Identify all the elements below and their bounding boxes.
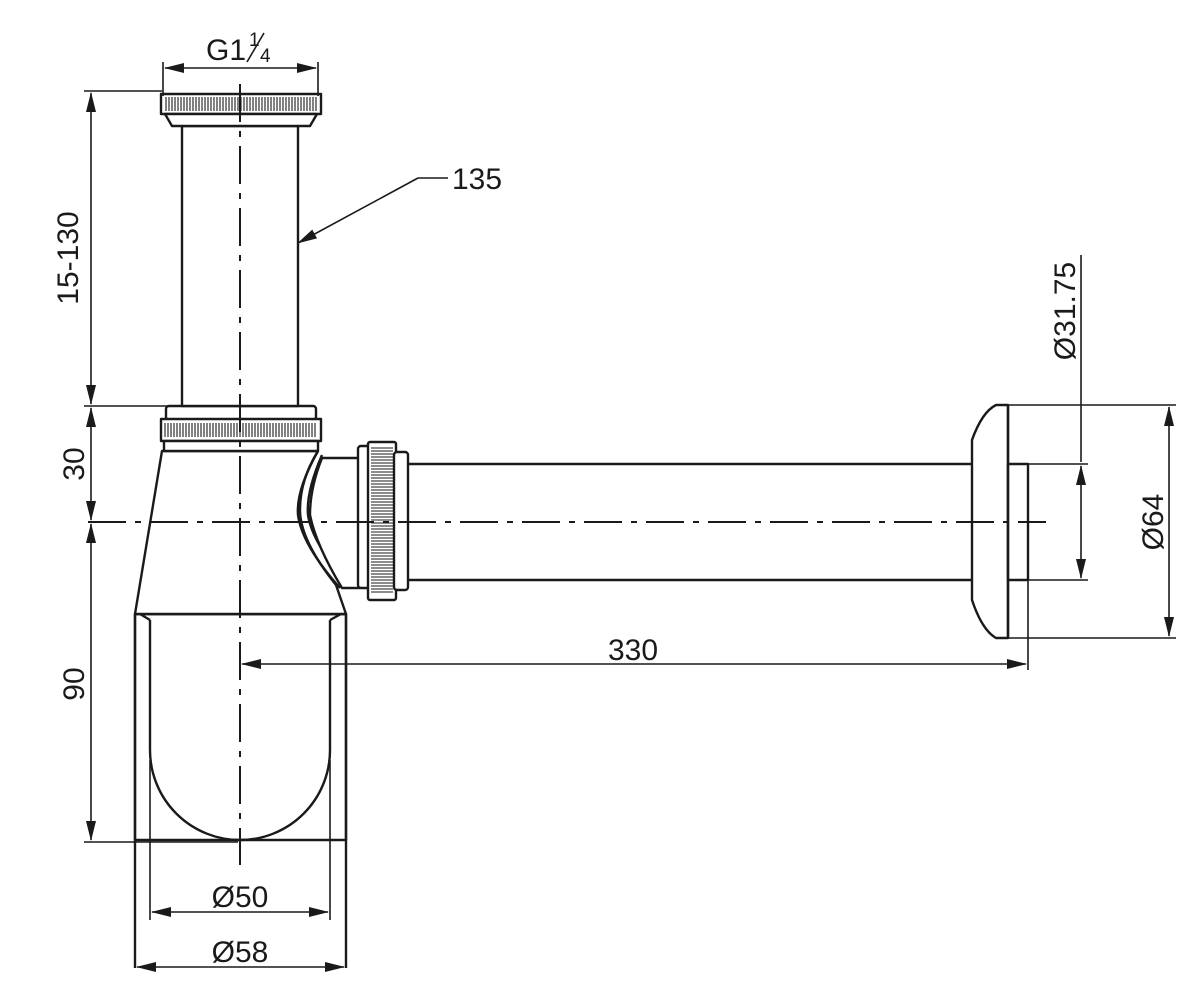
label-outlet-diameter: Ø31.75 [1049,262,1082,360]
dim-outlet-diameter: Ø31.75 [1024,255,1088,581]
label-cup-height: 90 [58,667,91,700]
dim-thread: G1 1 4 [162,30,319,96]
dim-left-chain: 15-130 30 90 [52,90,238,843]
label-wall-distance: 330 [608,634,658,667]
label-cup-outer: Ø58 [212,936,269,969]
label-tube-length: 135 [452,163,502,196]
dim-cup-inner: Ø50 [149,760,331,920]
label-thread-prefix: G1 [206,34,246,67]
dim-rosette-diameter: Ø64 [1008,404,1176,639]
dim-wall-distance: 330 [241,580,1029,670]
label-ring-height: 30 [58,447,91,480]
dim-tube-length: 135 [297,163,502,244]
label-tailpiece-height: 15-130 [52,211,85,304]
label-thread-den: 4 [260,46,271,67]
label-cup-inner: Ø50 [212,881,269,914]
trap-body [133,449,362,616]
dim-cup-outer: Ø58 [136,936,345,972]
label-rosette-diameter: Ø64 [1137,494,1170,551]
label-thread-num: 1 [249,30,260,51]
center-lines [88,84,1046,865]
